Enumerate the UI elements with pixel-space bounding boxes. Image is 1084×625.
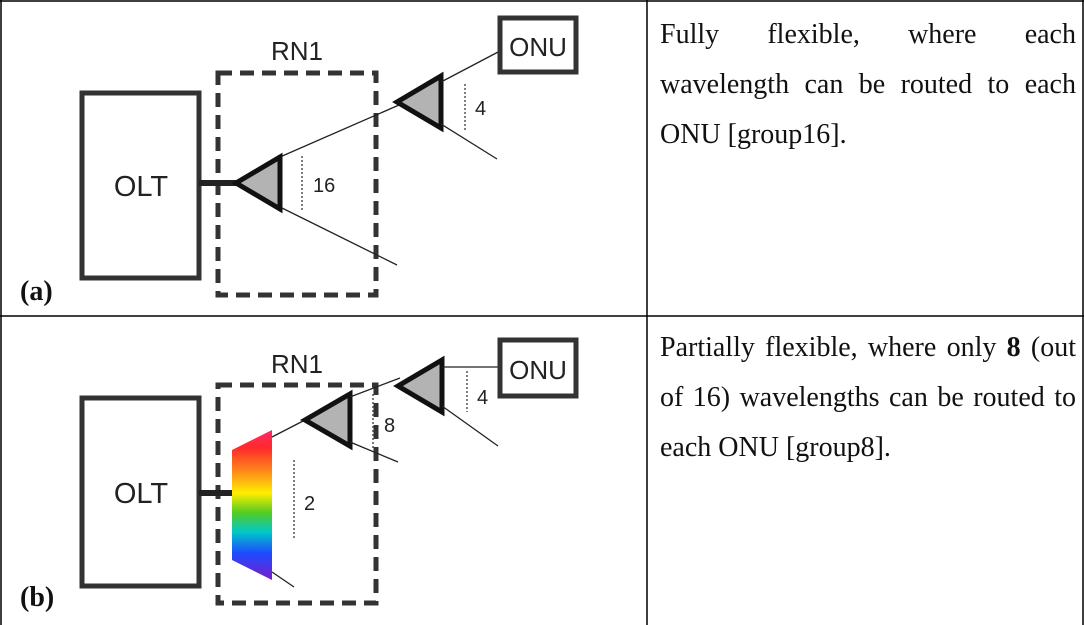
fiber-to-onu-splitter xyxy=(279,97,416,158)
split-ratio-8: 8 xyxy=(384,415,395,437)
splitter-16-icon xyxy=(231,152,283,214)
diagram-a: OLT RN1 16 4 ONU xyxy=(79,15,579,298)
onu-label: ONU xyxy=(509,32,567,62)
fiber-awg-to-splitter xyxy=(271,419,306,438)
split-ratio-4: 4 xyxy=(475,98,486,120)
fiber-onu-lower xyxy=(440,123,498,160)
onu-box xyxy=(497,15,579,75)
fiber-to-onu-splitter xyxy=(349,377,401,398)
onu-label: ONU xyxy=(509,355,567,385)
awg-spectrum-icon xyxy=(232,430,272,580)
splitter-4-icon xyxy=(392,71,444,133)
splitter-4-icon xyxy=(393,355,445,417)
split-ratio-4: 4 xyxy=(477,387,488,409)
caption-b: Partially flexible, where only 8 (out of… xyxy=(660,323,1076,473)
fiber-awg-lower xyxy=(271,571,295,588)
panel-tag-b: (b) xyxy=(20,582,55,613)
fiber-mid-lower xyxy=(349,441,399,463)
split-ratio-2: 2 xyxy=(304,493,315,515)
split-ratio-16: 16 xyxy=(313,175,335,197)
rn1-label: RN1 xyxy=(271,349,323,379)
diagram-b: OLT RN1 2 8 4 ONU xyxy=(79,337,579,606)
caption-b-post: (out of 16) wavelengths can be routed to… xyxy=(660,332,1076,463)
caption-a: Fully flexible, where each wavelength ca… xyxy=(660,19,1076,150)
caption-b-bold: 8 xyxy=(1006,332,1021,363)
caption-b-pre: Partially flexible, where only xyxy=(660,332,1007,363)
panel-tag-a: (a) xyxy=(20,276,53,307)
fiber-to-onu xyxy=(440,50,501,83)
olt-label: OLT xyxy=(114,171,169,203)
onu-box xyxy=(497,337,579,399)
fiber-out-lower xyxy=(279,206,398,266)
fiber-onu-lower xyxy=(441,405,499,447)
splitter-8-icon xyxy=(300,389,353,451)
rn1-label: RN1 xyxy=(271,36,323,66)
olt-label: OLT xyxy=(114,478,169,510)
